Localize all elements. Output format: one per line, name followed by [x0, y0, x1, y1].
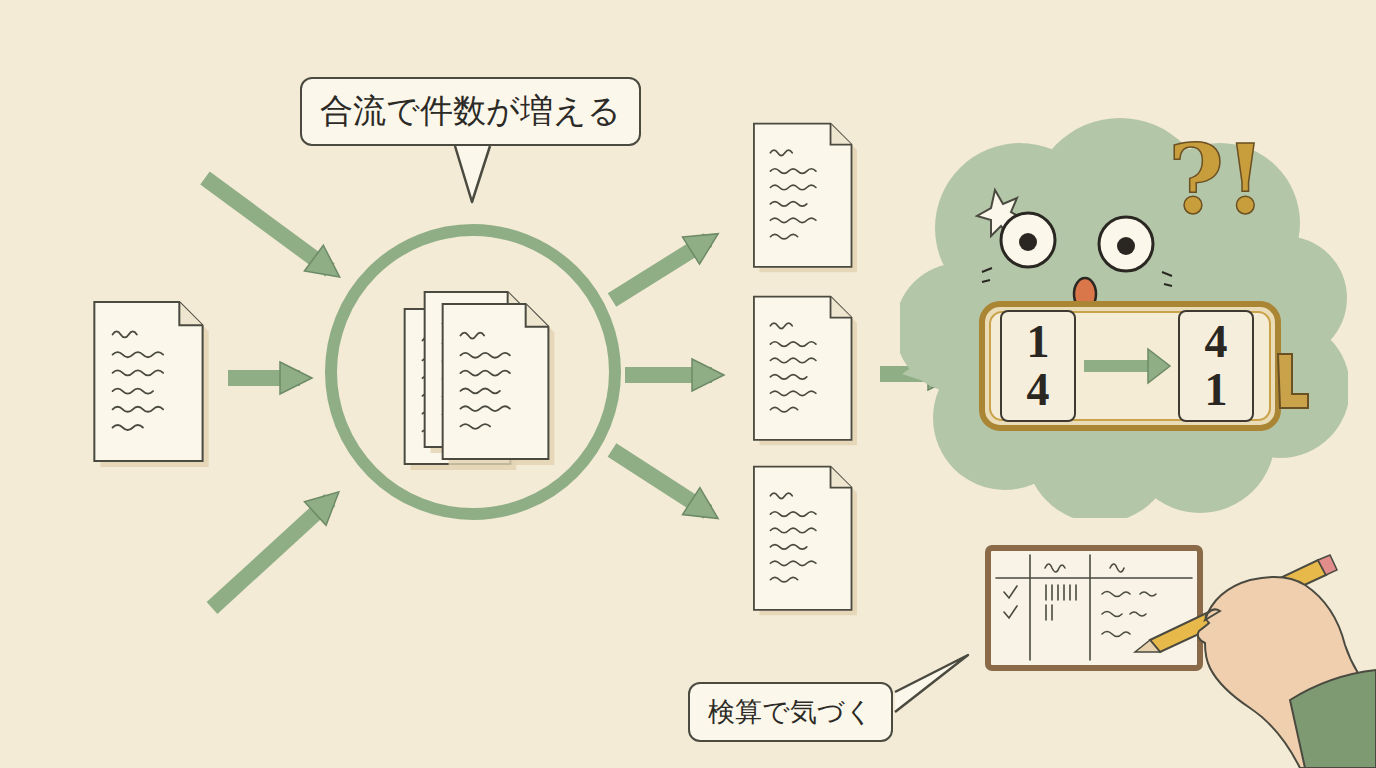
thought-cloud	[900, 118, 1348, 518]
flow-arrow	[1084, 349, 1170, 383]
counter-drum: 41	[1178, 310, 1254, 422]
counter-digit: 4	[1027, 366, 1050, 414]
callout-text: 検算で気づく	[708, 696, 873, 727]
counter-digit: 1	[1205, 366, 1228, 414]
counter-digit: 1	[1027, 318, 1050, 366]
callout-text: 合流で件数が増える	[320, 91, 621, 130]
connector-layer	[900, 118, 1348, 518]
counter-drum: 14	[1000, 310, 1076, 422]
speech-callout: 合流で件数が増える	[300, 77, 641, 146]
thought-cloud: ?!1441	[900, 118, 1348, 518]
counter-digit: 4	[1205, 318, 1228, 366]
exclamation-mark: ?!	[1168, 132, 1266, 228]
speech-callout: 検算で気づく	[688, 682, 893, 742]
